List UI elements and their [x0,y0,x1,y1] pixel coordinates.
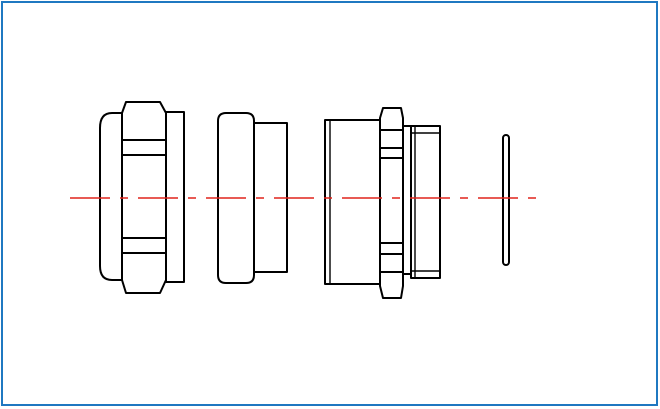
o-ring [502,134,510,266]
dome-nut [99,101,185,294]
body-with-thread [324,107,441,299]
